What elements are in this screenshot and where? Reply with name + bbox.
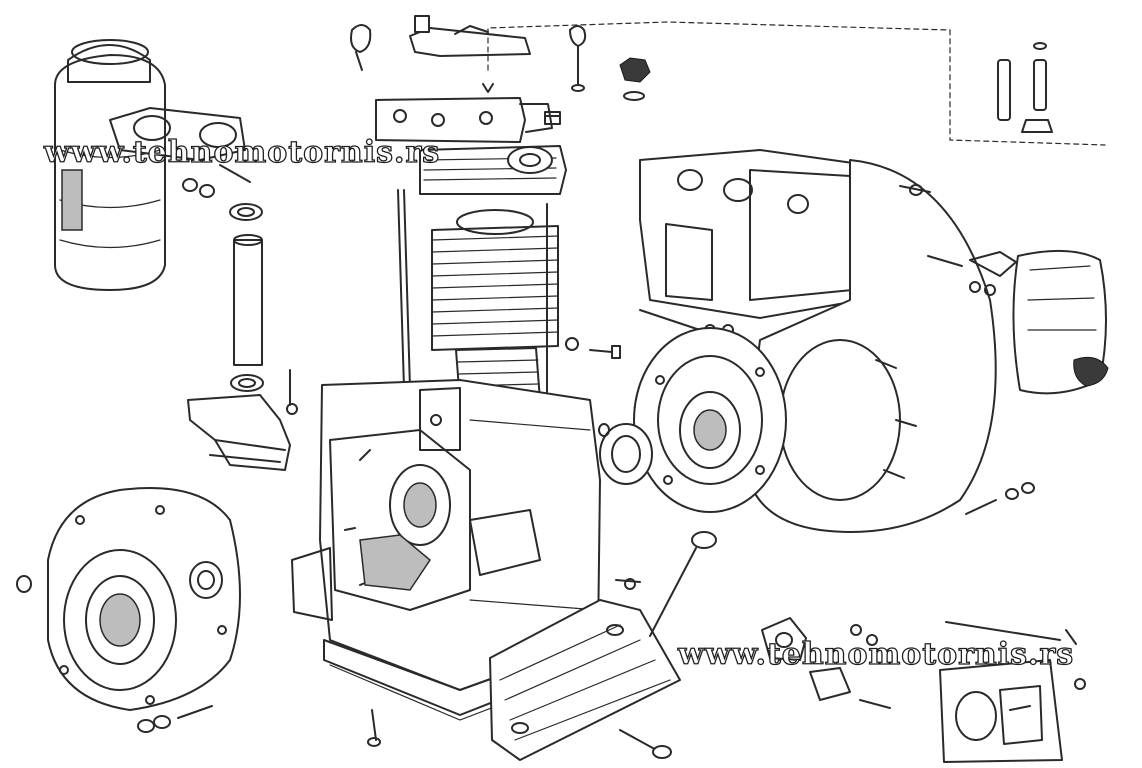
cooling-shroud-icon bbox=[639, 149, 863, 336]
stud-icon bbox=[397, 189, 411, 389]
oil-cap-icon bbox=[350, 24, 651, 101]
stud-icon bbox=[997, 42, 1053, 133]
fan-housing-icon bbox=[744, 159, 997, 533]
watermark-text: www.tehnomotornis.rs bbox=[677, 637, 1075, 672]
dipstick-icon bbox=[649, 531, 717, 637]
cylinder-barrel-icon bbox=[431, 203, 559, 403]
muffler-icon bbox=[927, 249, 1109, 395]
air-filter-icon bbox=[54, 39, 251, 291]
tie-rod-icon bbox=[945, 621, 1077, 645]
crankcase-cover-icon bbox=[16, 487, 241, 733]
fuel-pump-icon bbox=[761, 617, 891, 709]
engine-detail-inset-icon bbox=[939, 659, 1086, 763]
flywheel-flange-icon bbox=[565, 327, 787, 513]
watermark-text: www.tehnomotornis.rs bbox=[43, 135, 441, 170]
crankcase-icon bbox=[319, 379, 601, 691]
mounting-foot-icon bbox=[489, 599, 681, 761]
bolt-icon bbox=[545, 115, 1035, 590]
pushrod-tube-icon bbox=[230, 234, 264, 392]
cylinder-head-icon bbox=[375, 97, 567, 195]
washer-icon bbox=[182, 178, 263, 221]
rocker-bracket-icon bbox=[187, 369, 298, 471]
rocker-bracket-icon bbox=[409, 15, 531, 57]
